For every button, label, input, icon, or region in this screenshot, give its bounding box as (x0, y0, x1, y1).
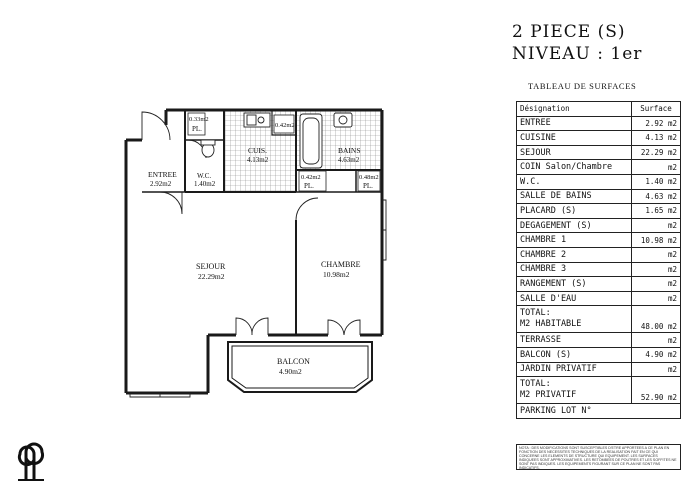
row-value: 2.92 m2 (631, 115, 681, 132)
row-label: RANGEMENT (S) (516, 276, 632, 292)
washbasin-icon (333, 112, 353, 128)
placard-label: PL. (304, 182, 314, 190)
room-area: 2.92m2 (150, 180, 172, 188)
room-area: 4.13m2 (247, 156, 269, 164)
row-label: SALLE DE BAINS (516, 188, 632, 205)
row-value: 1.65 m2 (631, 203, 681, 219)
row-label: CHAMBRE 2 (516, 246, 632, 263)
row-value: m2 (631, 246, 681, 263)
placard-area: 0.48m2 (359, 174, 379, 181)
placard-label: PL. (363, 182, 373, 190)
surface-table-title: TABLEAU DE SURFACES (528, 81, 637, 91)
room-area: 22.29m2 (198, 272, 225, 281)
total-sub-label: M2 PRIVATIF (520, 390, 577, 401)
row-label: CHAMBRE 3 (516, 261, 632, 278)
row-value: 1.40 m2 (631, 173, 681, 190)
total-label: TOTAL: (520, 308, 551, 319)
row-label: W.C. (516, 173, 632, 190)
room-area: 4.63m2 (338, 156, 360, 164)
sink-icon (243, 112, 271, 128)
bathtub-icon (299, 113, 323, 169)
total-habitable-label: TOTAL:M2 HABITABLE (516, 305, 632, 334)
parking-row: PARKING LOT N° (516, 403, 681, 419)
parking-label: PARKING LOT N° (516, 403, 681, 419)
room-name: W.C. (197, 172, 211, 180)
table-header-row: Désignation Surface (516, 101, 681, 117)
room-name: ENTREE (148, 170, 177, 179)
room-name: BALCON (277, 357, 310, 366)
table-row: DEGAGEMENT (S)m2 (516, 217, 681, 234)
room-area: 10.98m2 (323, 270, 350, 279)
row-label: PLACARD (S) (516, 203, 632, 219)
row-value: 4.90 m2 (631, 346, 681, 363)
row-label: DEGAGEMENT (S) (516, 217, 632, 234)
room-name: CHAMBRE (321, 260, 361, 269)
disclaimer-note: NOTA : DES MODIFICATIONS SONT SUSCEPTIBL… (516, 444, 681, 470)
row-value: 22.29 m2 (631, 144, 681, 161)
room-area: 1.40m2 (194, 180, 216, 188)
placard-area: 0.33m2 (189, 116, 209, 123)
row-value: m2 (631, 159, 681, 175)
placard-label: PL. (192, 125, 202, 133)
row-label: SALLE D'EAU (516, 290, 632, 307)
total-habitable-value: 48.00 m2 (631, 305, 681, 334)
row-value: m2 (631, 361, 681, 378)
row-value: m2 (631, 276, 681, 292)
total-privatif-value: 52.90 m2 (631, 376, 681, 405)
row-value: m2 (631, 290, 681, 307)
placard-area: 0.42m2 (275, 122, 295, 129)
row-value: m2 (631, 217, 681, 234)
row-label: COIN Salon/Chambre (516, 159, 632, 175)
table-row: PLACARD (S)1.65 m2 (516, 203, 681, 219)
room-name: BAINS (338, 146, 361, 155)
doors (129, 111, 387, 398)
floor-plan: ENTREE 2.92m2 W.C. 1.40m2 CUIS. 4.13m2 B… (124, 108, 387, 398)
row-label: SEJOUR (516, 144, 632, 161)
row-label: JARDIN PRIVATIF (516, 361, 632, 378)
row-value: m2 (631, 332, 681, 348)
logo-icon (17, 442, 45, 481)
row-value: 4.13 m2 (631, 130, 681, 146)
total-privatif-row: TOTAL:M2 PRIVATIF 52.90 m2 (516, 376, 681, 405)
row-label: BALCON (S) (516, 346, 632, 363)
table-row: W.C.1.40 m2 (516, 173, 681, 190)
row-label: ENTREE (516, 115, 632, 132)
room-area: 4.90m2 (279, 367, 302, 376)
row-label: CHAMBRE 1 (516, 232, 632, 248)
row-value: 4.63 m2 (631, 188, 681, 205)
table-row: BALCON (S)4.90 m2 (516, 346, 681, 363)
total-habitable-row: TOTAL:M2 HABITABLE 48.00 m2 (516, 305, 681, 334)
level-label: NIVEAU : 1er (512, 44, 643, 64)
room-labels: ENTREE 2.92m2 W.C. 1.40m2 CUIS. 4.13m2 B… (148, 112, 381, 376)
room-name: SEJOUR (196, 262, 226, 271)
column-header-designation: Désignation (516, 101, 632, 117)
table-row: RANGEMENT (S)m2 (516, 276, 681, 292)
row-value: 10.98 m2 (631, 232, 681, 248)
row-label: CUISINE (516, 130, 632, 146)
walls (124, 108, 384, 395)
row-value: m2 (631, 261, 681, 278)
total-label: TOTAL: (520, 379, 551, 390)
plan-title: 2 PIECE (S) (512, 22, 626, 42)
placard-area: 0.42m2 (301, 174, 321, 181)
column-header-surface: Surface (631, 101, 681, 117)
room-name: CUIS. (248, 146, 267, 155)
total-privatif-label: TOTAL:M2 PRIVATIF (516, 376, 632, 405)
row-label: TERRASSE (516, 332, 632, 348)
total-sub-label: M2 HABITABLE (520, 319, 582, 330)
